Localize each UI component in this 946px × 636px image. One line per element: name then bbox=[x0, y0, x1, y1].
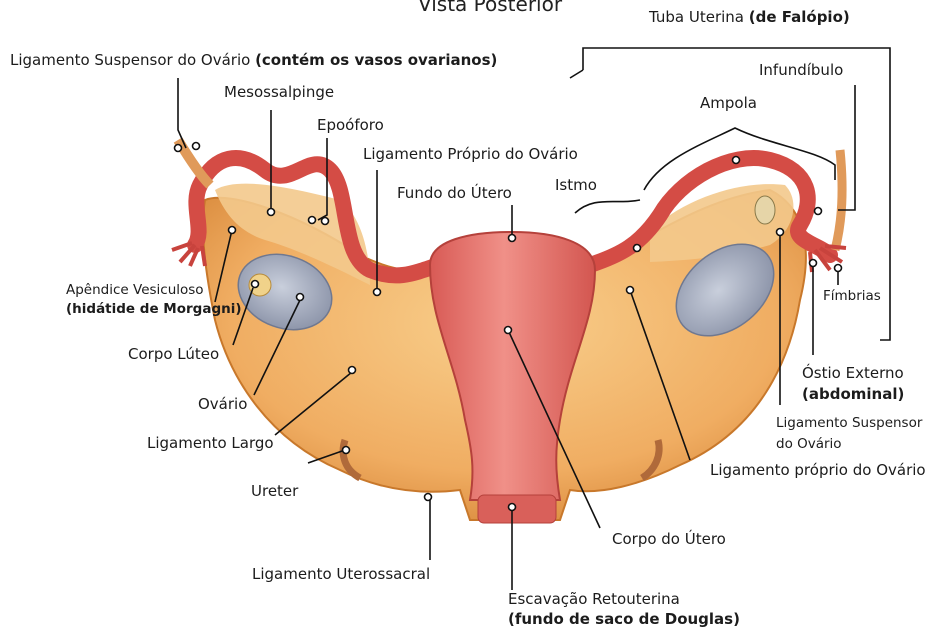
cervix-shape bbox=[478, 495, 556, 523]
label-ligamento-proprio-ovario-top: Ligamento Próprio do Ovário bbox=[363, 145, 578, 163]
label-ligamento-largo: Ligamento Largo bbox=[147, 434, 274, 452]
label-mesossalpinge: Mesossalpinge bbox=[224, 83, 334, 101]
label-ligamento-proprio-ovario-right: Ligamento próprio do Ovário bbox=[710, 461, 926, 479]
label-ligamento-suspensor-ovario-right-2: do Ovário bbox=[776, 435, 842, 453]
label-ureter: Ureter bbox=[251, 482, 298, 500]
label-istmo: Istmo bbox=[555, 176, 597, 194]
ovarian-vessels-right bbox=[835, 150, 842, 250]
label-apendice-vesiculoso-bold: (hidátide de Morgagni) bbox=[66, 300, 242, 318]
label-ostio-externo: Óstio Externo bbox=[802, 364, 904, 382]
label-fimbrias: Fímbrias bbox=[823, 287, 881, 305]
label-infundibulo: Infundíbulo bbox=[759, 61, 843, 79]
label-tuba-uterina: Tuba Uterina (de Falópio) bbox=[649, 8, 850, 26]
label-apendice-vesiculoso: Apêndice Vesiculoso bbox=[66, 281, 204, 299]
label-escavacao-retouterina-bold: (fundo de saco de Douglas) bbox=[508, 610, 740, 628]
label-epooforo: Epoóforo bbox=[317, 116, 384, 134]
label-escavacao-retouterina: Escavação Retouterina bbox=[508, 590, 680, 608]
label-corpo-utero: Corpo do Útero bbox=[612, 530, 726, 548]
label-ligamento-suspensor-ovario-top: Ligamento Suspensor do Ovário (contém os… bbox=[10, 51, 497, 69]
label-corpo-luteo: Corpo Lúteo bbox=[128, 345, 219, 363]
label-ligamento-uterossacral: Ligamento Uterossacral bbox=[252, 565, 430, 583]
view-title: Vista Posterior bbox=[418, 0, 562, 16]
label-ovario: Ovário bbox=[198, 395, 247, 413]
label-ampola: Ampola bbox=[700, 94, 757, 112]
label-ostio-externo-bold: (abdominal) bbox=[802, 385, 904, 403]
label-ligamento-suspensor-ovario-right-1: Ligamento Suspensor bbox=[776, 414, 922, 432]
hydatid-right-shape bbox=[755, 196, 775, 224]
label-fundo-utero: Fundo do Útero bbox=[397, 184, 512, 202]
